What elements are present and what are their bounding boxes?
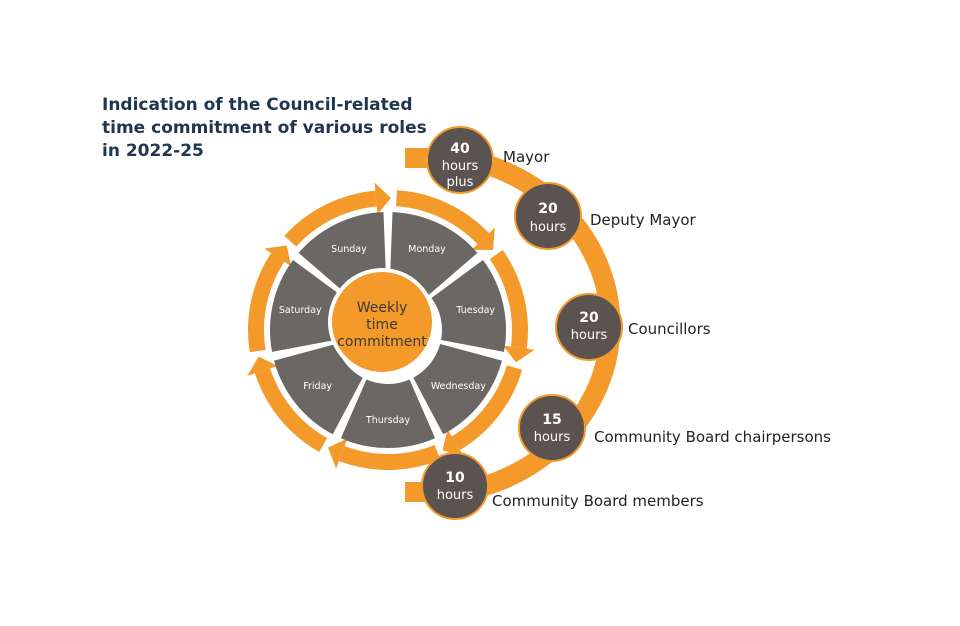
role-badge-deputy-mayor: 20 hours: [514, 182, 582, 250]
badge-unit: hours: [442, 159, 479, 174]
role-label-deputy-mayor: Deputy Mayor: [590, 211, 697, 229]
badge-unit: hours: [534, 430, 571, 445]
badge-hours: 20: [579, 310, 599, 326]
badge-hours: 20: [538, 201, 558, 217]
center-line-2: time: [366, 317, 398, 333]
ring-arrow-head: [471, 227, 495, 251]
badge-circle: [426, 126, 494, 194]
badge-extra: plus: [447, 175, 474, 190]
badge-hours: 40: [450, 141, 470, 157]
day-label: Friday: [303, 381, 332, 392]
center-line-3: commitment: [337, 334, 427, 350]
badge-hours: 10: [445, 470, 465, 486]
badge-circle: [514, 182, 582, 250]
center-circle: [328, 268, 436, 376]
ring-segment: [338, 444, 441, 470]
badge-unit: hours: [530, 220, 567, 235]
day-label: Tuesday: [455, 305, 495, 316]
role-label-councillors: Councillors: [628, 320, 711, 338]
title-line-1: Indication of the Council-related: [102, 95, 413, 115]
ring-segment: [248, 252, 285, 353]
day-label: Thursday: [365, 415, 411, 426]
ring-segment: [489, 249, 528, 349]
weekly-cycle-ring: [247, 182, 535, 470]
badge-hours: 15: [542, 412, 561, 428]
diagram-title: Indication of the Council-related time c…: [102, 94, 427, 163]
day-wedge: [270, 260, 345, 352]
ring-segment: [254, 368, 328, 452]
day-label: Monday: [408, 244, 446, 255]
ring-arrow-head: [374, 182, 391, 215]
day-label: Wednesday: [431, 381, 486, 392]
role-label-mayor: Mayor: [503, 148, 550, 166]
title-line-2: time commitment of various roles: [102, 118, 427, 138]
title-line-3: in 2022-25: [102, 141, 204, 161]
ring-segment: [284, 190, 377, 247]
day-wedge: [274, 344, 363, 435]
badge-unit: hours: [571, 328, 608, 343]
day-wedge: [340, 379, 436, 448]
badge-circle: [555, 293, 623, 361]
ring-segment: [396, 190, 490, 245]
role-badge-mayor: 40 hours plus: [426, 126, 494, 194]
day-label: Saturday: [279, 305, 322, 316]
badge-circle: [421, 452, 489, 520]
ring-arrow-head: [247, 356, 278, 376]
day-label: Sunday: [331, 244, 367, 255]
center-line-1: Weekly: [357, 300, 408, 316]
role-badge-community-board-chairpersons: 15 hours: [518, 394, 586, 462]
ring-arrow-head: [442, 429, 465, 457]
role-badge-councillors: 20 hours: [555, 293, 623, 361]
day-wedge: [431, 260, 506, 352]
ring-arrow-head: [264, 245, 292, 267]
ring-arrow-head: [502, 345, 535, 363]
role-label-community-board-members: Community Board members: [492, 492, 704, 510]
ring-arrow-head: [328, 438, 348, 469]
role-badge-community-board-members: 10 hours: [421, 452, 489, 520]
badge-unit: hours: [437, 488, 474, 503]
ring-segment: [451, 365, 523, 451]
role-label-community-board-chairpersons: Community Board chairpersons: [594, 428, 831, 446]
day-wedge: [390, 212, 478, 295]
badge-circle: [518, 394, 586, 462]
day-wedge: [413, 344, 502, 435]
